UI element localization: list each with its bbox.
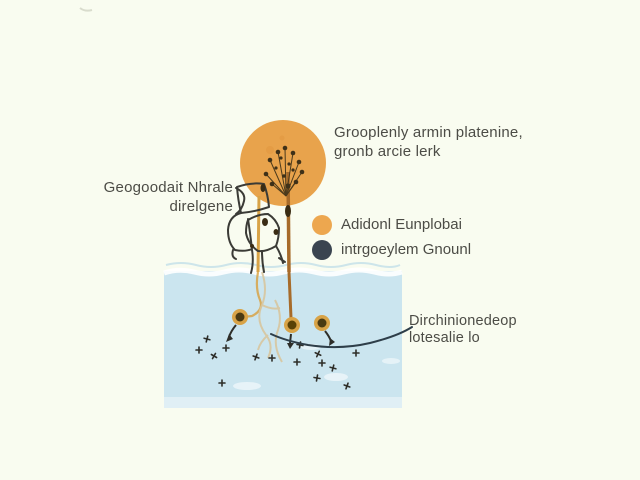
plant-stems	[242, 171, 293, 319]
plant-roots	[257, 271, 283, 363]
buoy-nodes	[226, 309, 335, 349]
dark-dot-icon	[312, 239, 332, 260]
water-highlight	[382, 358, 400, 364]
bottom-right-label: Dirchinionedeop lotesalie lo	[409, 313, 517, 347]
bottom-label-line1: Dirchinionedeop	[409, 313, 517, 329]
buoy-node	[226, 309, 248, 342]
flower-head	[263, 145, 305, 197]
left-label-connector	[235, 187, 246, 215]
legend: Adidonl Eunplobai intrgoeylem Gnounl	[312, 214, 471, 260]
stray-mark	[79, 7, 93, 12]
plant-blobs	[250, 184, 291, 248]
legend-item: Adidonl Eunplobai	[312, 214, 471, 235]
left-label: Geogoodait Nhrale direlgene	[104, 178, 233, 216]
water-highlight	[324, 373, 348, 381]
buoy-node	[314, 315, 335, 346]
water-surface-outline	[165, 262, 401, 268]
orange-dot-icon	[312, 214, 332, 235]
left-label-line1: Geogoodait Nhrale	[103, 179, 233, 196]
bottom-label-leader-line	[270, 326, 413, 349]
wave-crest	[163, 267, 403, 277]
top-note-line2: gronb arcie lerk	[334, 143, 441, 160]
left-label-line2: direlgene	[169, 198, 233, 215]
water-highlight	[233, 382, 261, 390]
top-note-line1: Grooplenly armin platenine,	[334, 124, 523, 141]
legend-item-label: Adidonl Eunplobai	[341, 216, 462, 233]
lattice-structure	[227, 182, 286, 274]
particle-marks	[195, 335, 360, 390]
legend-item-label: intrgoeylem Gnounl	[341, 241, 472, 258]
top-note: Grooplenly armin platenine, gronb arcie …	[334, 123, 523, 161]
legend-item: intrgoeylem Gnounl	[312, 239, 471, 260]
bottom-label-line2: lotesalie lo	[409, 330, 480, 346]
